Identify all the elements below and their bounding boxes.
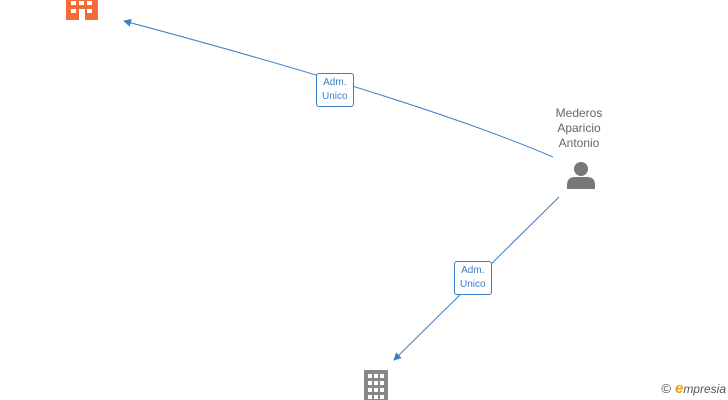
edge-label-line: Unico [460, 279, 486, 290]
edge-label-admin-top[interactable]: Adm. Unico [316, 73, 354, 107]
building-icon[interactable] [364, 370, 388, 400]
copyright-symbol: © [661, 381, 671, 396]
person-name-line: Mederos [555, 106, 603, 120]
empresia-watermark: ©empresia [661, 380, 726, 397]
building-icon[interactable] [66, 0, 98, 20]
edge-label-line: Unico [322, 91, 348, 102]
edge-label-admin-bottom[interactable]: Adm. Unico [454, 261, 492, 295]
edge-line-admin-top [123, 18, 554, 158]
person-name-line: Antonio [558, 136, 600, 150]
person-icon[interactable] [567, 162, 595, 189]
edge-label-line: Adm. [323, 77, 347, 88]
edge-label-line: Adm. [461, 265, 485, 276]
brand-logo-initial: e [674, 380, 684, 397]
brand-logo-text: mpresia [683, 382, 726, 396]
person-name[interactable]: Mederos Aparicio Antonio [534, 106, 624, 151]
person-name-line: Aparicio [557, 121, 601, 135]
